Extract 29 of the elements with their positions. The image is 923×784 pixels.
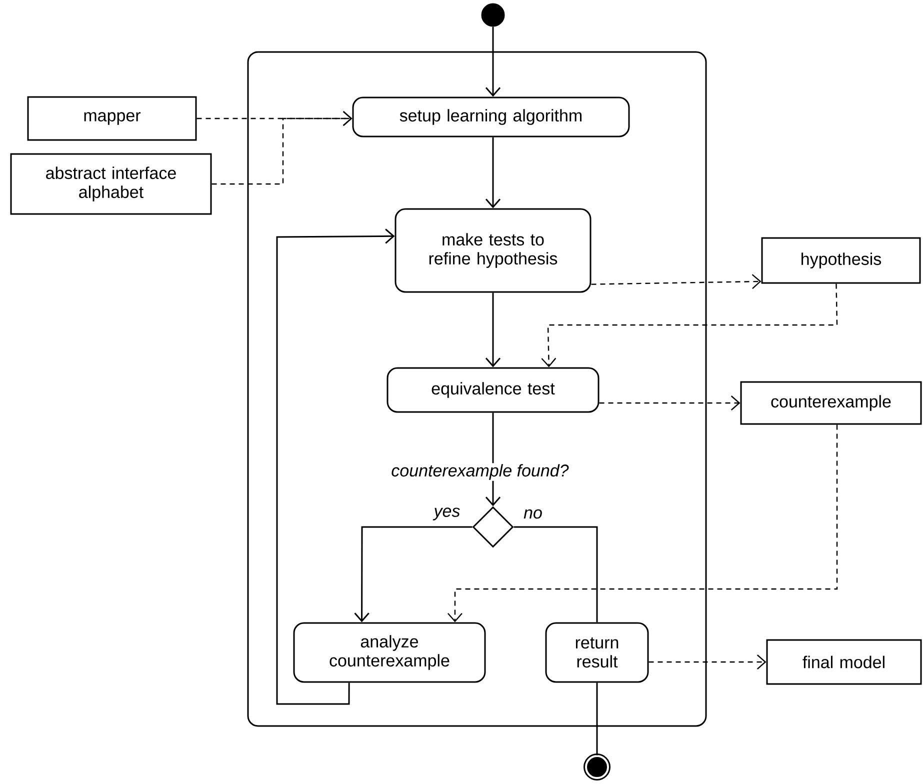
arrow <box>485 137 501 208</box>
object-box: abstract interface alphabet <box>10 153 212 215</box>
edge-label: no <box>522 508 544 520</box>
end-circle <box>584 754 610 780</box>
arrow <box>541 284 838 368</box>
start-dot <box>481 3 505 27</box>
arrow <box>212 111 352 185</box>
flow-line <box>514 526 598 622</box>
action-box: setup learning algorithm <box>352 96 630 138</box>
edge-label: counterexample found? <box>390 463 570 481</box>
object-box: counterexample <box>740 381 922 425</box>
arrow <box>648 654 766 670</box>
action-box: equivalence test <box>386 367 600 413</box>
action-box: make tests to refine hypothesis <box>394 208 592 293</box>
edge-label: yes <box>432 506 462 522</box>
object-box: hypothesis <box>761 237 921 284</box>
action-box: return result <box>545 622 649 683</box>
object-box: final model <box>766 639 922 685</box>
object-box: mapper <box>27 96 197 141</box>
arrow <box>448 424 838 622</box>
flow-line <box>596 682 598 756</box>
arrow <box>276 228 395 705</box>
arrow <box>591 274 762 290</box>
arrow <box>354 526 472 622</box>
arrow <box>599 396 740 410</box>
arrow <box>485 26 501 97</box>
activity-frame <box>247 51 707 727</box>
action-box: analyze counterexample <box>293 622 486 683</box>
arrow <box>485 292 501 368</box>
